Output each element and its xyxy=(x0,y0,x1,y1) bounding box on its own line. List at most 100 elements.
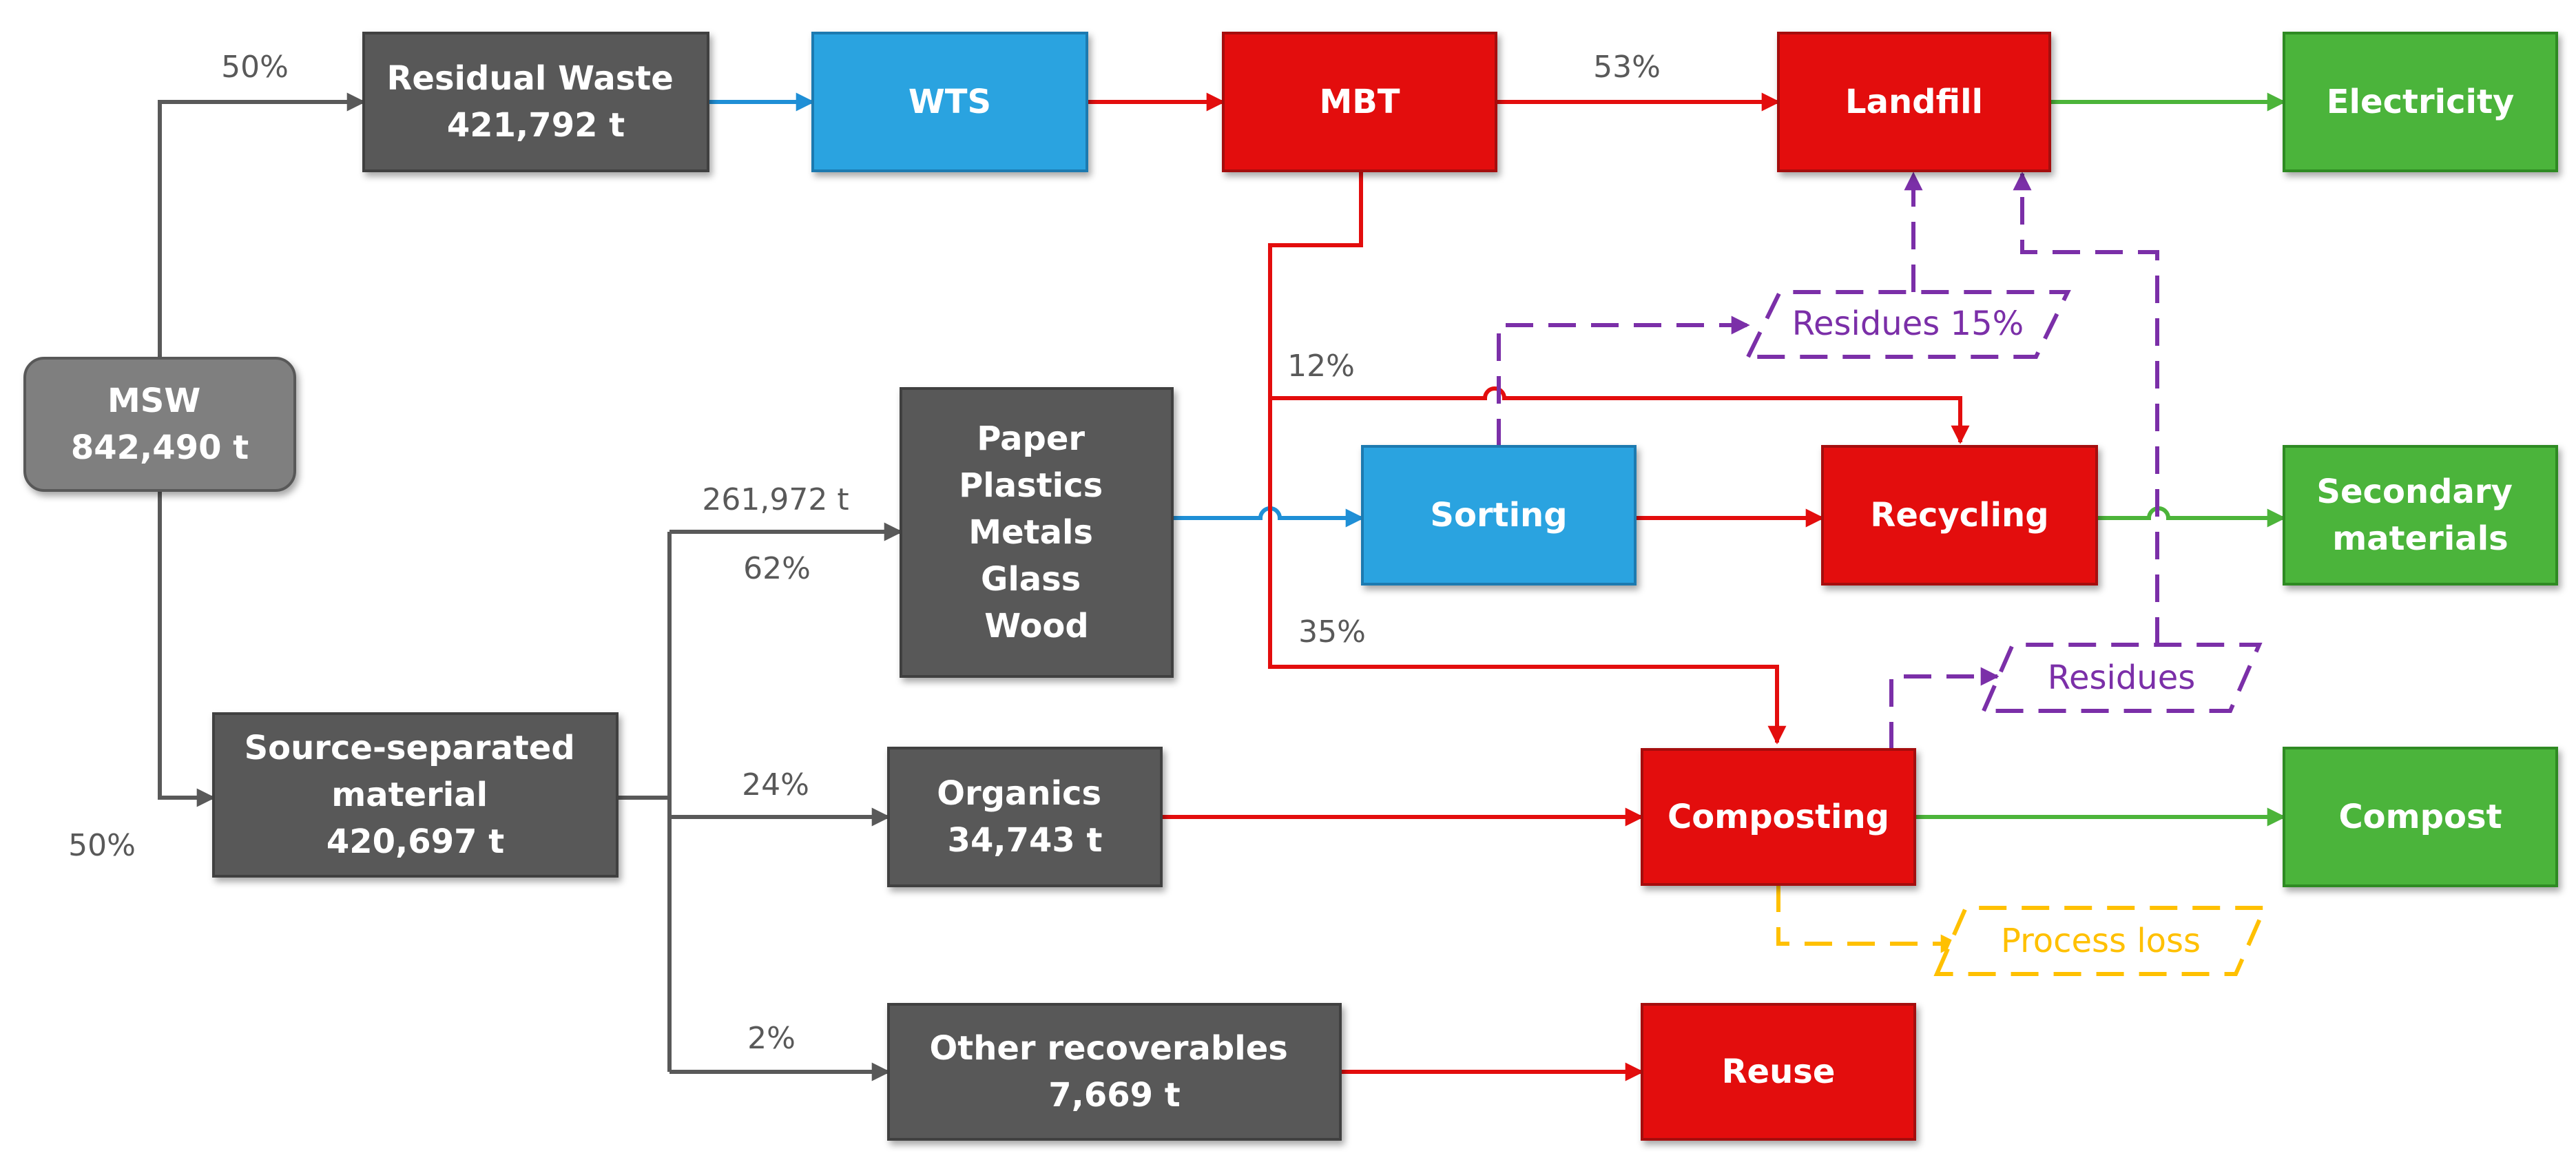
node-source-box xyxy=(212,712,619,878)
node-reuse-box xyxy=(1641,1003,1916,1141)
node-organics-line: Organics xyxy=(937,774,1101,813)
node-msw-line: 842,490 t xyxy=(71,428,249,467)
node-wts: WTS xyxy=(811,32,1088,172)
label-msw-source-pct: 50% xyxy=(68,828,136,863)
node-wts-line: WTS xyxy=(908,83,991,121)
node-other-label: Other recoverables 7,669 t xyxy=(929,1029,1299,1115)
node-sorting-line: Sorting xyxy=(1430,496,1567,535)
flow-edges xyxy=(158,92,2286,1081)
node-landfill-line: Landfill xyxy=(1845,83,1983,121)
node-organics: Organics 34,743 t xyxy=(887,747,1163,887)
label-mbt-recycling-pct: 12% xyxy=(1287,349,1355,384)
node-ppmgw: Paper Plastics Metals Glass Wood xyxy=(900,387,1174,678)
node-secondary-label: Secondary materials xyxy=(2316,473,2524,558)
node-secondary: Secondary materials xyxy=(2283,445,2558,586)
label-source-ppmgw-pct: 62% xyxy=(743,551,811,586)
node-residual-label: Residual Waste 421,792 t xyxy=(386,59,685,145)
node-other: Other recoverables 7,669 t xyxy=(887,1003,1342,1141)
node-residual-box xyxy=(362,32,709,172)
node-ppmgw-line: Glass xyxy=(981,560,1081,599)
node-other-line: 7,669 t xyxy=(1048,1076,1180,1115)
node-composting: Composting xyxy=(1641,748,1916,886)
edge-labels: 50% 50% 53% 12% 35% 261,972 t 62% 24% 2% xyxy=(68,50,1661,1056)
node-source: Source-separated material 420,697 t xyxy=(212,712,619,878)
node-source-line: 420,697 t xyxy=(326,822,504,861)
node-electricity-box xyxy=(2283,32,2558,172)
node-compost-line: Compost xyxy=(2338,798,2502,836)
edge-recycling-secondary xyxy=(2097,506,2286,528)
node-recycling-label: Recycling xyxy=(1870,496,2048,535)
node-wts-box xyxy=(811,32,1088,172)
node-composting-line: Composting xyxy=(1668,798,1889,836)
para-residues15: Residues 15% xyxy=(1745,290,2071,359)
para-residues-label: Residues xyxy=(2048,659,2196,697)
node-recycling: Recycling xyxy=(1821,445,2098,586)
node-organics-label: Organics 34,743 t xyxy=(937,774,1113,860)
node-wts-label: WTS xyxy=(908,83,991,121)
node-compost-label: Compost xyxy=(2338,798,2502,836)
node-mbt: MBT xyxy=(1222,32,1497,172)
label-mbt-composting-pct: 35% xyxy=(1298,614,1366,650)
label-source-other-pct: 2% xyxy=(747,1021,796,1056)
node-residual-line: Residual Waste xyxy=(386,59,673,98)
node-mbt-label: MBT xyxy=(1319,83,1400,121)
node-reuse-line: Reuse xyxy=(1722,1053,1836,1091)
edge-composting-residues xyxy=(1889,667,1999,749)
node-compost: Compost xyxy=(2283,747,2558,887)
node-ppmgw-line: Metals xyxy=(968,513,1093,552)
label-msw-residual-pct: 50% xyxy=(221,50,289,85)
para-residues: Residues xyxy=(1980,643,2263,713)
para-residues15-label: Residues 15% xyxy=(1792,304,2024,343)
node-organics-line: 34,743 t xyxy=(948,821,1103,860)
node-sorting: Sorting xyxy=(1361,445,1637,586)
para-process-loss-shape xyxy=(1933,906,2268,976)
edge-msw-source xyxy=(158,490,216,807)
node-mbt-box xyxy=(1222,32,1497,172)
para-residues15-shape xyxy=(1745,290,2071,359)
node-residual-line: 421,792 t xyxy=(447,106,625,145)
label-source-organics-pct: 24% xyxy=(742,767,809,802)
node-composting-box xyxy=(1641,748,1916,886)
edge-mbt-trunk xyxy=(1268,171,1787,745)
node-sorting-label: Sorting xyxy=(1430,496,1567,535)
node-reuse-label: Reuse xyxy=(1722,1053,1836,1091)
label-mbt-landfill-pct: 53% xyxy=(1593,50,1661,85)
node-source-line: material xyxy=(331,776,488,814)
label-source-ppmgw-t: 261,972 t xyxy=(702,482,849,517)
node-secondary-box xyxy=(2283,445,2558,586)
node-ppmgw-box xyxy=(900,387,1174,678)
node-organics-box xyxy=(887,747,1163,887)
para-process-loss-label: Process loss xyxy=(2001,922,2201,960)
node-secondary-line: Secondary xyxy=(2316,473,2512,511)
node-electricity-label: Electricity xyxy=(2327,83,2514,121)
node-ppmgw-line: Wood xyxy=(984,607,1089,645)
node-electricity: Electricity xyxy=(2283,32,2558,172)
node-other-box xyxy=(887,1003,1342,1141)
node-compost-box xyxy=(2283,747,2558,887)
node-other-line: Other recoverables xyxy=(929,1029,1287,1068)
node-msw: MSW 842,490 t xyxy=(23,357,296,492)
node-recycling-line: Recycling xyxy=(1870,496,2048,535)
edge-sorting-residues15 xyxy=(1497,315,1750,446)
node-secondary-line: materials xyxy=(2332,519,2508,558)
node-residual: Residual Waste 421,792 t xyxy=(362,32,709,172)
node-ppmgw-label: Paper Plastics Metals Glass Wood xyxy=(959,420,1114,645)
node-electricity-line: Electricity xyxy=(2327,83,2514,121)
node-ppmgw-line: Plastics xyxy=(959,466,1103,505)
node-landfill-box xyxy=(1777,32,2051,172)
node-recycling-box xyxy=(1821,445,2098,586)
para-residues-shape xyxy=(1980,643,2263,713)
edge-ppmgw-sorting xyxy=(1172,506,1364,528)
edge-mbt-recycling xyxy=(1270,386,1970,444)
node-mbt-line: MBT xyxy=(1319,83,1400,121)
residue-parallelograms: Residues 15% Residues Process loss xyxy=(1745,290,2268,976)
node-msw-label: MSW 842,490 t xyxy=(71,382,249,467)
node-msw-box xyxy=(23,357,296,492)
node-sorting-box xyxy=(1361,445,1637,586)
node-ppmgw-line: Paper xyxy=(977,420,1085,458)
para-process-loss: Process loss xyxy=(1933,906,2268,976)
node-source-line: Source-separated xyxy=(245,729,575,767)
node-source-label: Source-separated material 420,697 t xyxy=(245,729,587,861)
node-msw-line: MSW xyxy=(107,382,200,420)
